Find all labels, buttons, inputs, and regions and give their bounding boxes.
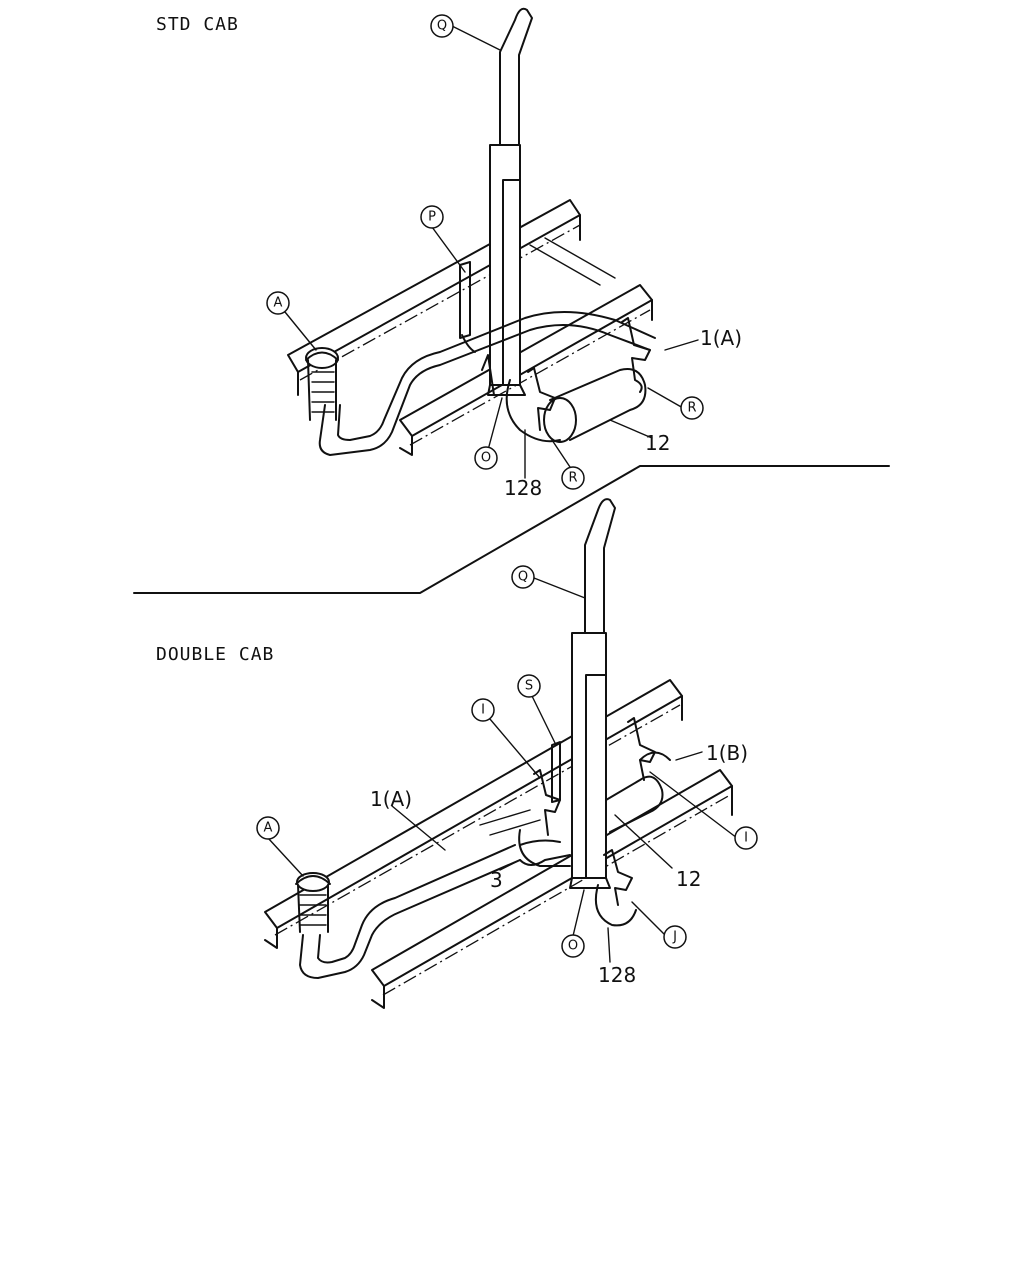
callout-s: S [517, 674, 541, 698]
callout-i: I [471, 698, 495, 722]
part-label-128: 128 [598, 963, 636, 987]
svg-text:A: A [264, 821, 273, 836]
svg-text:R: R [568, 471, 577, 486]
callout-r: R [680, 396, 704, 420]
std-cab-section: STD CAB [156, 7, 742, 500]
svg-text:I: I [481, 703, 485, 718]
callout-p: P [420, 205, 444, 229]
dbl-exhaust-pipe [295, 839, 571, 979]
callout-o: O [474, 446, 498, 470]
std-leaders [284, 25, 699, 479]
part-label-3: 3 [490, 868, 503, 892]
section-divider [133, 465, 890, 594]
dbl-hangers [533, 717, 656, 906]
svg-text:O: O [568, 939, 578, 954]
callout-j: J [663, 925, 687, 949]
svg-text:S: S [525, 679, 533, 694]
std-muffler [505, 368, 647, 443]
part-label-1b: 1(B) [706, 741, 748, 765]
svg-text:Q: Q [518, 570, 528, 585]
callout-o: O [561, 934, 585, 958]
svg-text:A: A [274, 296, 283, 311]
part-label-1a: 1(A) [370, 787, 412, 811]
callout-r: R [561, 466, 585, 490]
std-hangers [459, 261, 651, 431]
part-label-1a: 1(A) [700, 326, 742, 350]
callout-a: A [256, 816, 280, 840]
dbl-frame-rails [264, 679, 733, 1009]
std-tail-pipe [487, 7, 533, 396]
std-frame-rails [287, 199, 653, 456]
svg-text:Q: Q [437, 19, 447, 34]
part-label-12: 12 [676, 867, 701, 891]
svg-text:R: R [687, 401, 696, 416]
callout-i: I [734, 826, 758, 850]
double-cab-title: DOUBLE CAB [156, 644, 274, 665]
svg-text:P: P [428, 210, 436, 225]
double-cab-section: DOUBLE CAB [156, 498, 758, 1009]
dbl-leaders [267, 577, 738, 963]
part-label-12: 12 [645, 431, 670, 455]
callout-q: Q [511, 565, 535, 589]
callout-a: A [266, 291, 290, 315]
std-exhaust-pipe [305, 311, 656, 456]
svg-text:O: O [481, 451, 491, 466]
std-cab-title: STD CAB [156, 14, 239, 35]
callout-q: Q [430, 14, 454, 38]
part-label-128: 128 [504, 476, 542, 500]
svg-text:I: I [744, 831, 748, 846]
svg-text:J: J [672, 930, 677, 945]
dbl-tail-pipe [569, 498, 616, 889]
